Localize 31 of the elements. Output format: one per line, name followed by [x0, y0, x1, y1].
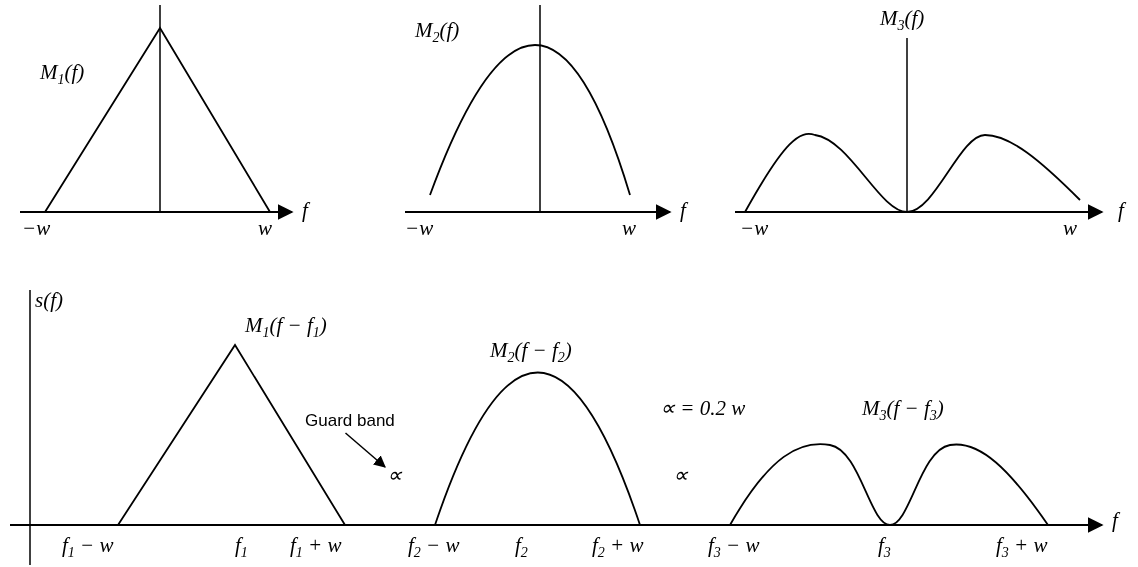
math-label: −w — [405, 218, 434, 239]
math-label: w — [1063, 218, 1077, 239]
math-label: f$_{2}$ — [515, 535, 528, 561]
annotation-text: Guard band — [305, 412, 395, 431]
math-label: f$_{1}$ + w — [290, 535, 342, 561]
math-label: f — [302, 200, 308, 221]
leader-arrow — [344, 432, 386, 468]
math-label: ∝ — [387, 465, 402, 486]
math-label: ∝ — [673, 465, 688, 486]
math-label: f — [680, 200, 686, 221]
math-label: M$_{2}$(f − f$_{2}$) — [490, 340, 572, 366]
math-label: M$_{3}$(f) — [880, 8, 925, 34]
math-label: M$_{3}$(f − f$_{3}$) — [862, 398, 944, 424]
math-label: M$_{2}$(f) — [415, 20, 460, 46]
math-label: ∝ = 0.2 w — [660, 398, 746, 419]
math-label: −w — [740, 218, 769, 239]
math-label: f$_{2}$ − w — [408, 535, 460, 561]
math-label: f$_{2}$ + w — [592, 535, 644, 561]
math-label: f — [1112, 510, 1118, 531]
math-label: f — [1118, 200, 1124, 221]
math-label: f$_{3}$ − w — [708, 535, 760, 561]
math-label: f$_{1}$ − w — [62, 535, 114, 561]
math-label: −w — [22, 218, 51, 239]
math-label: w — [622, 218, 636, 239]
math-label: f$_{1}$ — [235, 535, 248, 561]
math-label: f$_{3}$ + w — [996, 535, 1048, 561]
math-label: f$_{3}$ — [878, 535, 891, 561]
math-label: w — [258, 218, 272, 239]
math-label: M$_{1}$(f) — [40, 62, 85, 88]
math-label: s(f) — [35, 290, 63, 311]
math-label: M$_{1}$(f − f$_{1}$) — [245, 315, 327, 341]
